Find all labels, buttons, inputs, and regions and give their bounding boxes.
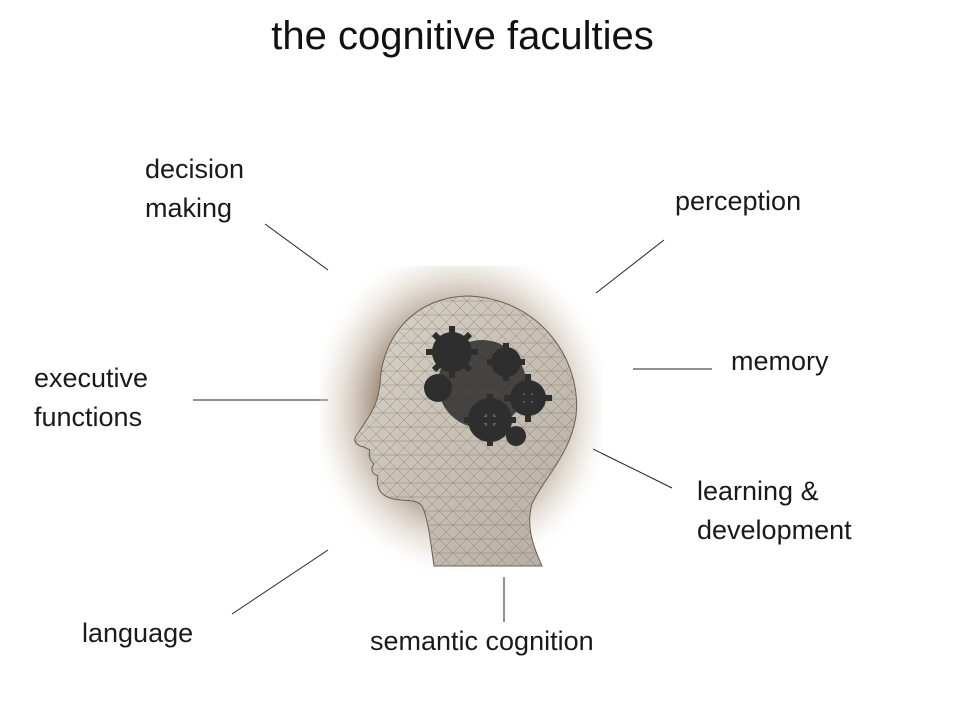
head-illustration [320, 266, 602, 578]
connector-learning-development [592, 448, 673, 489]
label-memory: memory [731, 346, 829, 376]
label-decision-making: decision making [145, 154, 245, 223]
connector-perception [595, 239, 665, 294]
page-title: the cognitive faculties [271, 14, 654, 58]
label-executive-functions: executive functions [34, 363, 149, 432]
label-semantic-cognition: semantic cognition [370, 626, 594, 656]
label-perception: perception [675, 186, 802, 216]
connector-language [231, 549, 329, 615]
label-learning-development: learning & development [697, 476, 852, 545]
label-language: language [82, 618, 194, 648]
connector-decision-making [264, 223, 329, 271]
gears-icon [424, 326, 552, 446]
